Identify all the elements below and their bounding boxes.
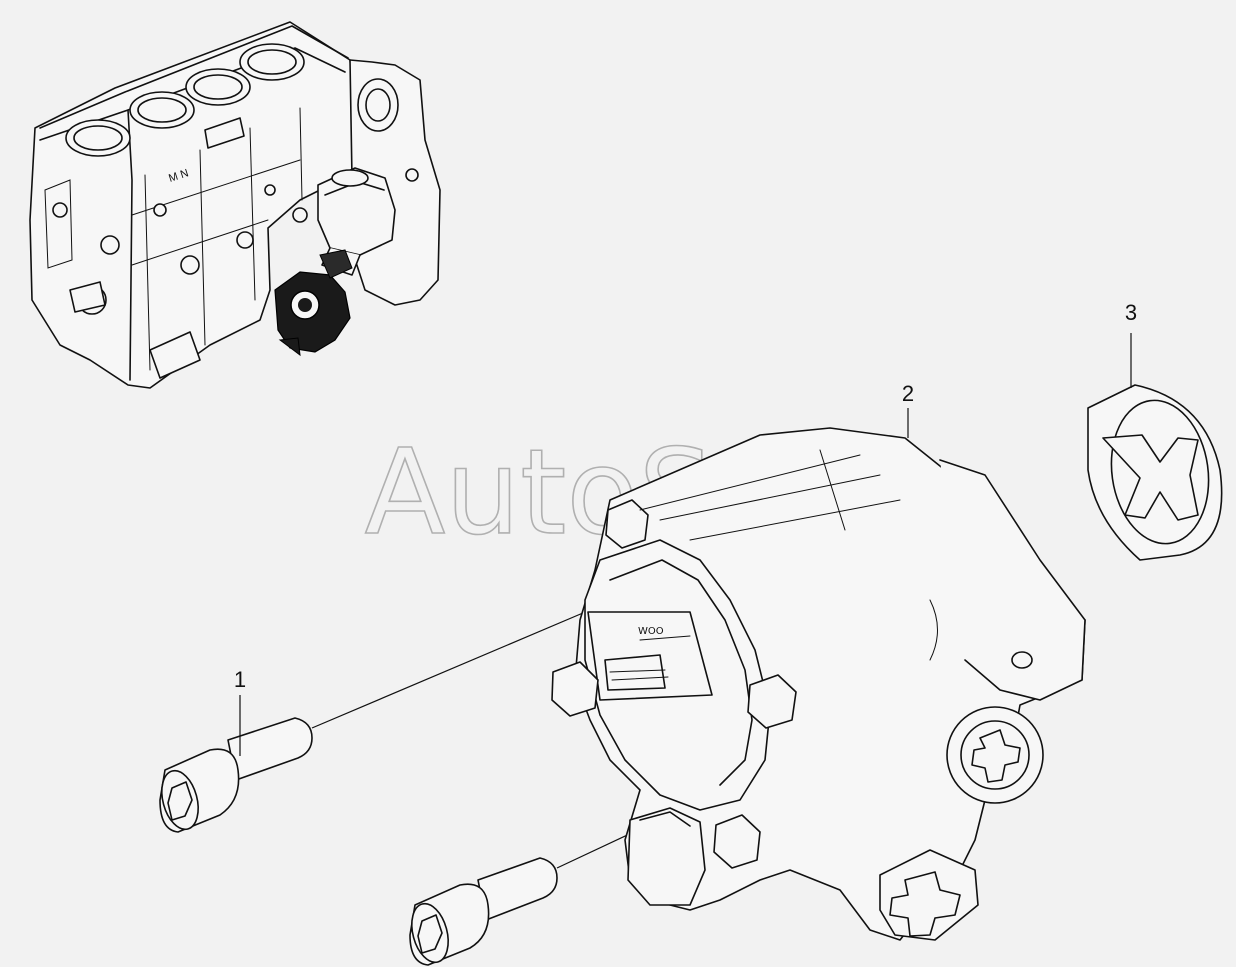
highlighted-pump-location [274, 249, 353, 357]
shaft-coupling [946, 706, 1044, 804]
bolt-upper [159, 717, 313, 833]
bolt-lower [409, 857, 558, 966]
callout-3: 3 [1125, 300, 1137, 325]
engine-block-overview: M N [29, 21, 441, 389]
plate-code: WOO [638, 626, 664, 637]
engine-marking-text: M N [167, 167, 190, 185]
part-2-pump: WOO [551, 408, 1086, 941]
callout-1: 1 [234, 667, 246, 692]
callout-2: 2 [902, 381, 914, 406]
part-1-bolts [159, 609, 831, 966]
identification-plate: WOO [587, 611, 713, 701]
part-3-gasket [1087, 333, 1223, 561]
